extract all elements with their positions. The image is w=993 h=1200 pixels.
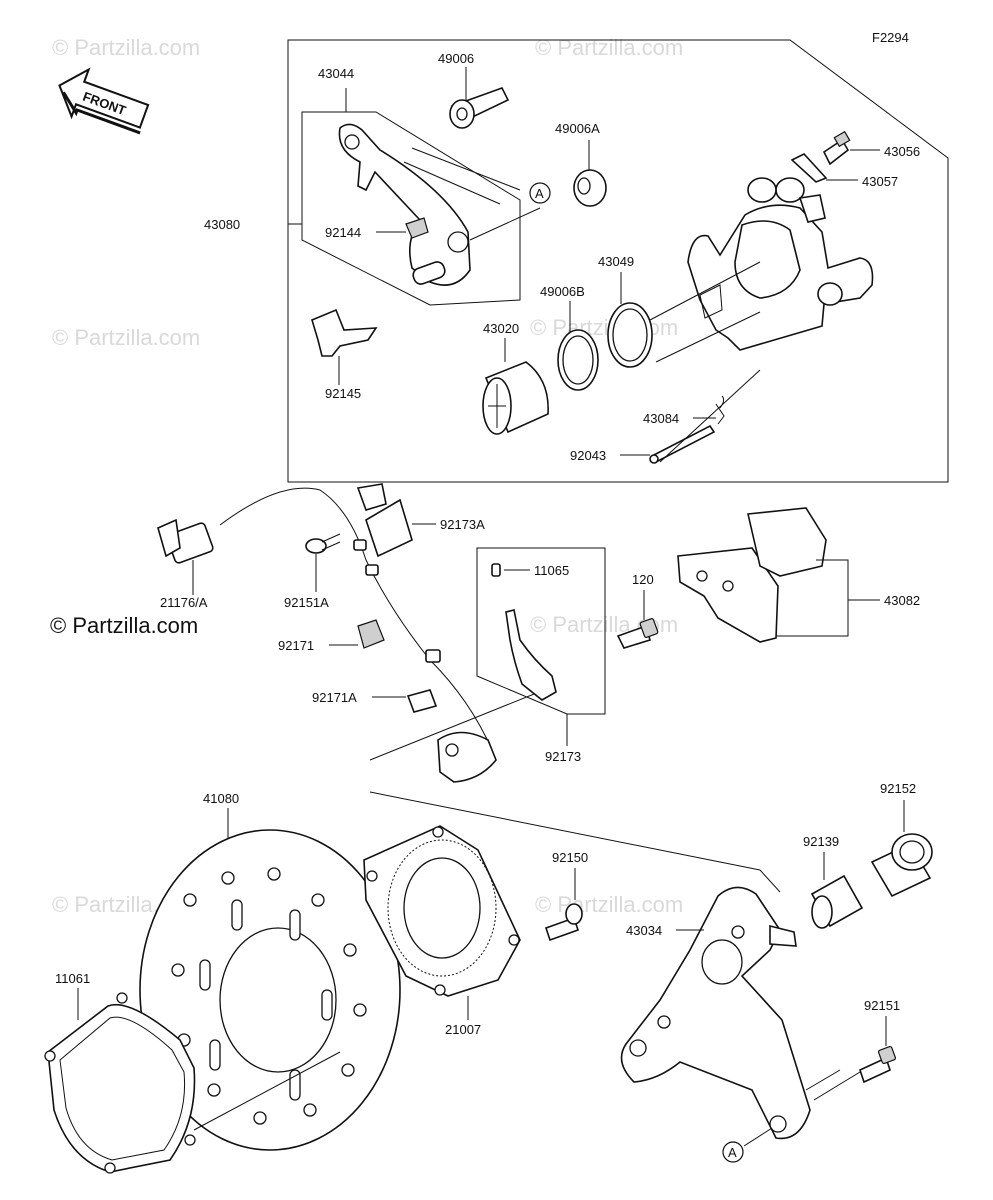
label-120: 120 bbox=[632, 572, 654, 587]
cap-43057 bbox=[790, 153, 858, 183]
label-43044: 43044 bbox=[318, 66, 354, 81]
label-92151A: 92151A bbox=[284, 595, 329, 610]
reference-marker-top-text: A bbox=[535, 186, 544, 201]
reference-marker-bottom-text: A bbox=[728, 1145, 737, 1160]
bushing-92152 bbox=[870, 800, 933, 898]
label-43082: 43082 bbox=[884, 593, 920, 608]
caliper-body bbox=[649, 177, 874, 351]
label-92145: 92145 bbox=[325, 386, 361, 401]
bracket-group-outline bbox=[301, 111, 521, 306]
sensor-rotor-21007 bbox=[363, 825, 521, 1020]
watermark-low-center: © Partzilla.com bbox=[535, 892, 683, 917]
caliper-holder-43034 bbox=[369, 791, 861, 1140]
clip-92144 bbox=[376, 217, 429, 239]
boot-49006 bbox=[449, 67, 510, 129]
bleeder-valve-43056 bbox=[822, 130, 880, 166]
brake-pads-43082 bbox=[677, 507, 880, 643]
label-43049: 43049 bbox=[598, 254, 634, 269]
reference-marker-top: A bbox=[529, 182, 551, 204]
watermark-main: © Partzilla.com bbox=[50, 613, 198, 638]
label-49006B: 49006B bbox=[540, 284, 585, 299]
label-92152: 92152 bbox=[880, 781, 916, 796]
label-92144: 92144 bbox=[325, 225, 361, 240]
label-43084: 43084 bbox=[643, 411, 679, 426]
bolt-92150 bbox=[544, 868, 583, 942]
gasket-11061 bbox=[44, 988, 341, 1174]
label-43057: 43057 bbox=[862, 174, 898, 189]
seal-49006B bbox=[557, 301, 599, 391]
label-92173A: 92173A bbox=[440, 517, 485, 532]
watermark-top-left: © Partzilla.com bbox=[52, 35, 200, 60]
label-43056: 43056 bbox=[884, 144, 920, 159]
bolt-92151A bbox=[305, 533, 341, 592]
figure-code: F2294 bbox=[872, 30, 909, 45]
label-92173: 92173 bbox=[545, 749, 581, 764]
seal-43049 bbox=[607, 272, 653, 368]
callout-labels: 43044 49006 49006A 43056 43057 43080 921… bbox=[55, 51, 920, 1037]
label-92150: 92150 bbox=[552, 850, 588, 865]
label-92171: 92171 bbox=[278, 638, 314, 653]
front-direction-arrow: FRONT bbox=[58, 67, 150, 135]
pad-spring-92145 bbox=[311, 308, 378, 385]
label-92151: 92151 bbox=[864, 998, 900, 1013]
label-11061: 11061 bbox=[55, 971, 90, 986]
label-49006A: 49006A bbox=[555, 121, 600, 136]
label-43034: 43034 bbox=[626, 923, 662, 938]
label-92171A: 92171A bbox=[312, 690, 357, 705]
abs-sensor-assembly bbox=[157, 483, 545, 783]
label-21007: 21007 bbox=[445, 1022, 481, 1037]
bolt-92151 bbox=[859, 1016, 897, 1084]
label-92139: 92139 bbox=[803, 834, 839, 849]
clip-43084 bbox=[693, 395, 725, 425]
label-43080: 43080 bbox=[204, 217, 240, 232]
boot-49006A bbox=[573, 140, 607, 207]
watermark-mid-left: © Partzilla.com bbox=[52, 325, 200, 350]
pin-92043 bbox=[620, 311, 761, 464]
label-41080: 41080 bbox=[203, 791, 239, 806]
caliper-assembly-box bbox=[287, 39, 949, 483]
sensor-bracket-group bbox=[476, 547, 606, 746]
clamp-92171 bbox=[329, 619, 385, 649]
bolt-120 bbox=[616, 590, 659, 649]
label-43020: 43020 bbox=[483, 321, 519, 336]
clamp-92171A bbox=[372, 689, 438, 713]
reference-marker-bottom: A bbox=[722, 1127, 773, 1163]
watermark-top-center: © Partzilla.com bbox=[535, 35, 683, 60]
label-49006: 49006 bbox=[438, 51, 474, 66]
watermark-mid-center: © Partzilla.com bbox=[530, 315, 678, 340]
label-11065: 11065 bbox=[534, 563, 569, 578]
piston-43020 bbox=[482, 338, 549, 435]
brake-rotor-41080 bbox=[139, 808, 401, 1151]
label-21176A: 21176/A bbox=[160, 595, 208, 610]
label-92043: 92043 bbox=[570, 448, 606, 463]
collar-92139 bbox=[810, 852, 864, 929]
caliper-bracket bbox=[338, 123, 541, 286]
